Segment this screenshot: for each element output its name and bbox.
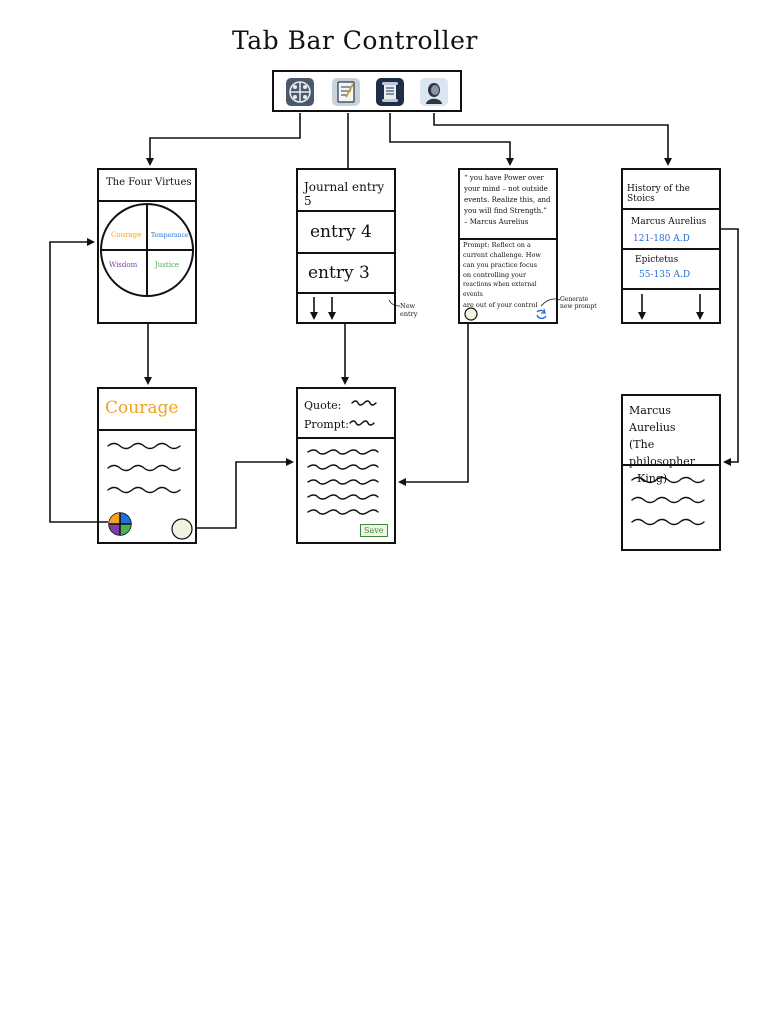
connector-tab-history [433,113,672,166]
note-line: new prompt [560,303,597,310]
connector-quote-editor [398,324,469,486]
placeholder-line [631,496,705,504]
virtue-justice[interactable]: Justice [155,261,180,269]
title-line: Marcus Aurelius [629,404,676,434]
placeholder-line [307,509,379,515]
title-line: King) [637,472,668,485]
virtues-screen: The Four Virtues Courage Temperance Wisd… [97,168,197,324]
virtue-detail-title: Courage [105,398,179,418]
quote-line: “ you have Power over [464,174,544,182]
history-screen: History of the Stoics Marcus Aurelius 12… [621,168,721,324]
new-entry-pointer [388,299,401,307]
quote-screen: “ you have Power over your mind – not ou… [458,168,558,324]
placeholder-line [351,400,377,406]
connector-detail-virtues [49,238,108,523]
placeholder-line [107,464,181,472]
connector-detail-editor [197,458,294,529]
placeholder-line [307,464,379,470]
prompt-label: Prompt: [304,418,349,431]
prompt-line: are out of your control [463,301,538,309]
placeholder-line [631,476,705,484]
virtue-wisdom[interactable]: Wisdom [109,261,138,269]
generate-prompt-note: Generate new prompt [560,296,597,310]
placeholder-line [307,494,379,500]
prompt-text: Prompt: Reflect on a current challenge. … [463,240,557,310]
connector-tab-virtues [146,113,301,166]
placeholder-line [107,442,181,450]
generate-prompt-pointer [540,298,561,307]
new-entry-note: New entry [400,302,418,318]
new-entry-circle-button[interactable] [171,518,193,540]
person-marcus-dates: 121-180 A.D [633,234,690,244]
quote-line: – Marcus Aurelius [464,218,529,226]
quote-line: events. Realize this, and [464,196,551,204]
connector-history-person [721,228,739,466]
save-button[interactable]: Save [360,524,388,537]
journal-entry-5[interactable]: Journal entry 5 [304,180,385,208]
person-detail-title: Marcus Aurelius (The philosopher King) [629,402,719,487]
placeholder-line [307,479,379,485]
diagram-title: Tab Bar Controller [232,26,478,55]
history-title: History of the Stoics [627,184,690,204]
person-epictetus-name[interactable]: Epictetus [635,255,679,265]
quote-label: Quote: [304,399,342,412]
placeholder-line [307,449,379,455]
stoic-bust-icon[interactable] [420,78,448,106]
note-line: Generate [560,296,589,303]
virtues-wheel-mini-icon[interactable] [107,511,133,537]
prompt-line: can you practice focus [463,261,538,269]
virtues-wheel-icon[interactable] [286,78,314,106]
placeholder-line [631,518,705,526]
prompt-line: reactions when external events [463,281,537,298]
placeholder-line [349,420,375,426]
journal-entry-4[interactable]: entry 4 [310,222,372,242]
journal-list-screen: Journal entry 5 entry 4 entry 3 [296,168,396,324]
prompt-line: current challenge. How [463,251,541,259]
quote-line: your mind – not outside [464,185,548,193]
person-epictetus-dates: 55-135 A.D [639,270,691,280]
prompt-line: Prompt: Reflect on a [463,241,531,249]
journal-entry-3[interactable]: entry 3 [308,263,370,283]
tab-bar [272,70,462,112]
new-entry-circle-button[interactable] [464,307,478,321]
entry-editor-screen: Quote: Prompt: Save [296,387,396,544]
scroll-icon[interactable] [376,78,404,106]
person-marcus-name[interactable]: Marcus Aurelius [631,217,707,227]
connector-tab-quote [389,113,514,166]
refresh-icon[interactable] [534,307,548,321]
journal-icon[interactable] [332,78,360,106]
virtue-temperance[interactable]: Temperance [151,232,189,239]
quote-line: you will find Strength.” [464,207,547,215]
virtue-courage[interactable]: Courage [111,231,142,239]
virtues-title: The Four Virtues [106,177,192,188]
prompt-line: on controlling your [463,271,527,279]
quote-text: “ you have Power over your mind – not ou… [464,173,556,228]
person-detail-screen: Marcus Aurelius (The philosopher King) [621,394,721,551]
placeholder-line [107,486,181,494]
